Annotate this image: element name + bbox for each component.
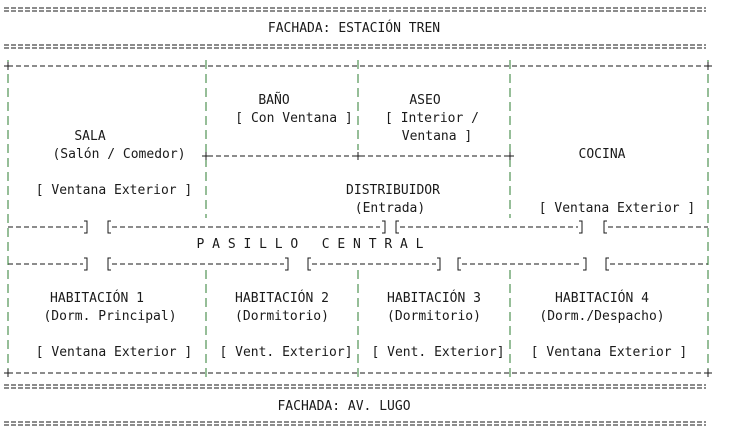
corridor-label: P A S I L L O C E N T R A L <box>196 237 424 252</box>
room-hab1-window: [ Ventana Exterior ] <box>35 345 193 360</box>
room-bano-name: BAÑO <box>258 93 290 108</box>
room-hab2-sub: (Dormitorio) <box>235 309 329 324</box>
facade-rules <box>4 7 706 426</box>
room-hab4-name: HABITACIÓN 4 <box>555 291 649 306</box>
room-sala-sub: (Salón / Comedor) <box>52 147 186 162</box>
room-bano-window: [ Con Ventana ] <box>235 111 353 126</box>
junction-marks <box>4 62 712 377</box>
room-hab2-name: HABITACIÓN 2 <box>235 291 329 306</box>
room-hab1-sub: (Dorm. Principal) <box>43 309 177 324</box>
room-distribuidor-name: DISTRIBUIDOR <box>346 183 440 198</box>
vertical-walls <box>7 60 709 378</box>
room-aseo-window-line1: [ Interior / <box>385 111 479 126</box>
room-cocina-window: [ Ventana Exterior ] <box>538 201 696 216</box>
room-hab3-window: [ Vent. Exterior] <box>371 345 505 360</box>
room-hab3-sub: (Dormitorio) <box>387 309 481 324</box>
room-aseo-name: ASEO <box>409 93 441 108</box>
room-aseo-window-line2: Ventana ] <box>401 129 473 144</box>
room-cocina-name: COCINA <box>578 147 626 162</box>
facade-bottom-label: FACHADA: AV. LUGO <box>277 399 411 414</box>
room-sala-name: SALA <box>74 129 106 144</box>
room-hab4-sub: (Dorm./Despacho) <box>539 309 665 324</box>
room-distribuidor-sub: (Entrada) <box>354 201 426 216</box>
horizontal-walls <box>8 65 708 374</box>
room-hab1-name: HABITACIÓN 1 <box>50 291 144 306</box>
room-sala-window: [ Ventana Exterior ] <box>35 183 193 198</box>
room-hab3-name: HABITACIÓN 3 <box>387 291 481 306</box>
door-brackets <box>84 220 609 271</box>
facade-top-label: FACHADA: ESTACIÓN TREN <box>267 21 441 36</box>
room-hab2-window: [ Vent. Exterior] <box>219 345 353 360</box>
room-hab4-window: [ Ventana Exterior ] <box>530 345 688 360</box>
